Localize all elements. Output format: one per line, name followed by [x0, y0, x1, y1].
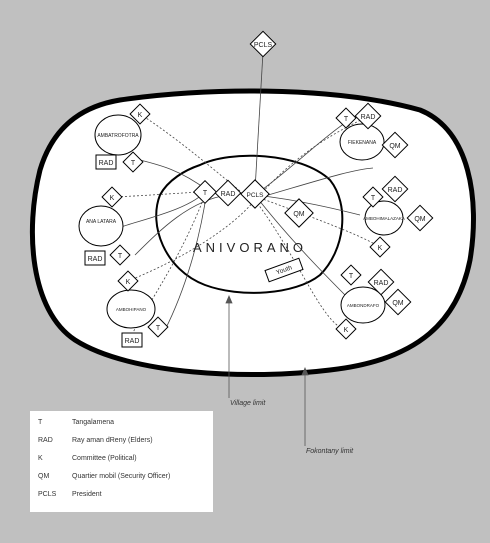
- node-t: T: [109, 244, 131, 266]
- node-k: K: [335, 318, 357, 340]
- node-rad: RAD: [367, 268, 395, 296]
- svg-text:RAD: RAD: [221, 191, 236, 198]
- svg-text:QM: QM: [293, 211, 304, 218]
- svg-text:PCLS: PCLS: [247, 192, 265, 199]
- svg-text:QM: QM: [414, 216, 425, 223]
- svg-text:PCLS: PCLS: [254, 42, 273, 49]
- node-rad: RAD: [381, 175, 409, 203]
- svg-text:RAD: RAD: [125, 338, 140, 345]
- hamlet-ambatrofotra: AMBATROFOTRA K RAD T: [94, 103, 151, 173]
- node-rad: RAD: [354, 102, 382, 130]
- svg-text:RAD: RAD: [99, 160, 114, 167]
- center-node-qm: QM: [284, 198, 314, 228]
- legend-code: QM: [38, 473, 50, 480]
- legend-row: K Committee (Political): [30, 455, 213, 467]
- node-k: K: [129, 103, 151, 125]
- node-k: K: [117, 270, 139, 292]
- node-qm: QM: [406, 204, 434, 232]
- legend-code: K: [38, 455, 43, 462]
- svg-text:QM: QM: [392, 300, 403, 307]
- fokontany-limit-label: Fokontany limit: [306, 448, 354, 455]
- node-k: K: [369, 236, 391, 258]
- node-rad: RAD: [84, 250, 106, 266]
- svg-text:RAD: RAD: [88, 256, 103, 263]
- node-rad: RAD: [95, 154, 117, 170]
- svg-text:ANA LATARA: ANA LATARA: [86, 219, 117, 225]
- legend-row: RAD Ray aman dReny (Elders): [30, 437, 213, 449]
- village-center-nodes: T RAD PCLS QM: [192, 179, 314, 228]
- legend-desc: Committee (Political): [72, 455, 137, 462]
- callout-arrows: [225, 294, 309, 446]
- node-t: T: [122, 151, 144, 173]
- node-t: T: [362, 186, 384, 208]
- legend-row: QM Quartier mobil (Security Officer): [30, 473, 213, 485]
- svg-text:K: K: [344, 327, 349, 334]
- center-node-pcls: PCLS: [240, 179, 270, 209]
- node-rad: RAD: [121, 332, 143, 348]
- legend-desc: Tangalamena: [72, 419, 115, 426]
- svg-text:AMBOHIPANO: AMBOHIPANO: [116, 307, 147, 312]
- node-t: T: [335, 107, 357, 129]
- svg-text:AMBOHIMALAZAKA: AMBOHIMALAZAKA: [363, 216, 405, 221]
- svg-text:AMBATROFOTRA: AMBATROFOTRA: [97, 133, 139, 139]
- svg-text:QM: QM: [389, 143, 400, 150]
- svg-text:RAD: RAD: [374, 280, 389, 287]
- center-node-rad: RAD: [214, 179, 242, 207]
- svg-text:K: K: [378, 245, 383, 252]
- legend-row: T Tangalamena: [30, 419, 213, 431]
- svg-text:T: T: [156, 325, 161, 332]
- hamlet-ana-latara: ANA LATARA K RAD T: [78, 186, 131, 266]
- svg-text:T: T: [118, 253, 123, 260]
- legend-code: T: [38, 419, 43, 426]
- hamlet-ambondrafo: AMBONDRAFO T RAD QM K: [335, 264, 412, 340]
- node-qm: QM: [384, 288, 412, 316]
- village-boundary: [155, 154, 344, 294]
- svg-text:T: T: [344, 116, 349, 123]
- village-name: ANIVORANO: [193, 240, 307, 255]
- node-k: K: [101, 186, 123, 208]
- node-qm: QM: [381, 131, 409, 159]
- svg-text:AMBONDRAFO: AMBONDRAFO: [347, 303, 380, 308]
- legend-desc: Quartier mobil (Security Officer): [72, 473, 171, 480]
- svg-text:K: K: [110, 195, 115, 202]
- svg-text:K: K: [138, 112, 143, 119]
- svg-text:K: K: [126, 279, 131, 286]
- connection-lines: [117, 51, 374, 331]
- pcls-top-node: PCLS: [249, 30, 277, 58]
- legend-row: PCLS President: [30, 491, 213, 503]
- hamlet-ambohimalazaka: AMBOHIMALAZAKA T RAD QM K: [362, 175, 434, 258]
- svg-text:T: T: [371, 195, 376, 202]
- legend-code: PCLS: [38, 491, 57, 498]
- legend-code: RAD: [38, 437, 53, 444]
- legend-desc: Ray aman dReny (Elders): [72, 437, 153, 444]
- hamlet-ambohipano: AMBOHIPANO K RAD T: [106, 270, 169, 348]
- village-limit-label: Village limit: [230, 400, 266, 407]
- svg-text:T: T: [203, 190, 208, 197]
- svg-text:RAD: RAD: [361, 114, 376, 121]
- svg-text:T: T: [131, 160, 136, 167]
- center-node-t: T: [192, 179, 218, 205]
- svg-text:RAD: RAD: [388, 187, 403, 194]
- legend-desc: President: [72, 491, 102, 498]
- node-t: T: [340, 264, 362, 286]
- node-t: T: [147, 316, 169, 338]
- svg-text:FIEKENANA: FIEKENANA: [348, 140, 377, 146]
- youth-box: Youth: [264, 257, 304, 283]
- svg-text:T: T: [349, 273, 354, 280]
- hamlet-fiekenana: FIEKENANA T RAD QM: [335, 102, 409, 161]
